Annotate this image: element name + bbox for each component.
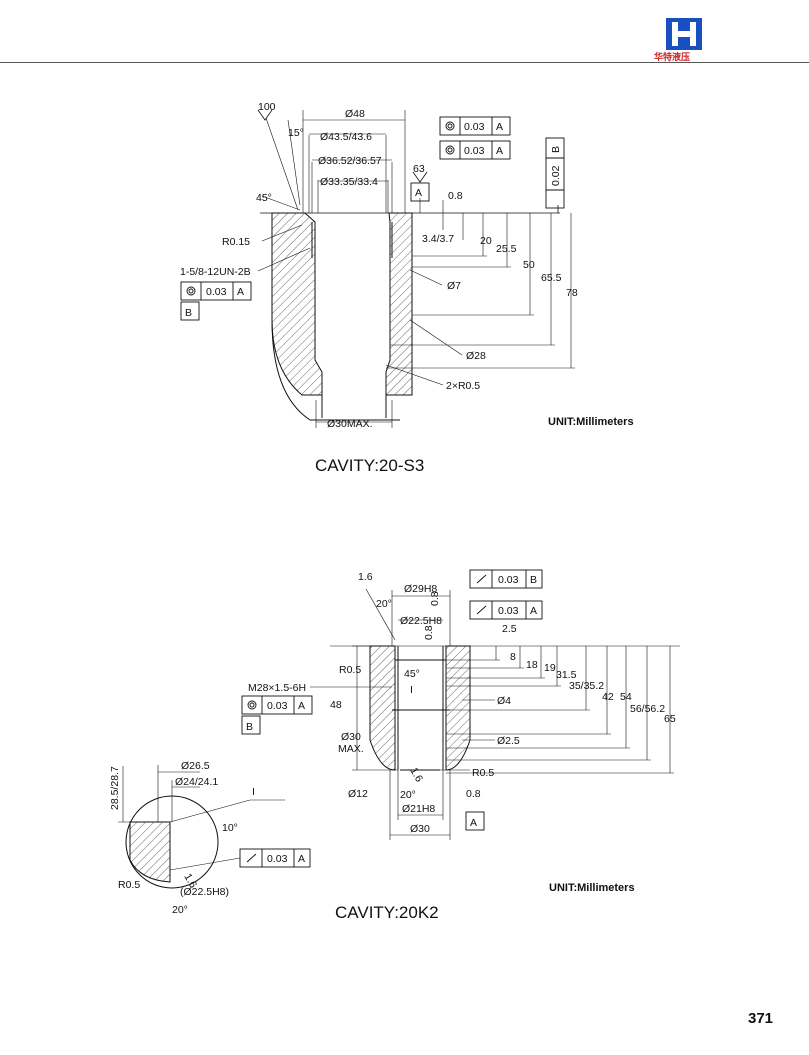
tol-datum: B bbox=[530, 574, 537, 586]
angle-label: 10° bbox=[222, 822, 238, 834]
dim-label: Ø24/24.1 bbox=[175, 776, 218, 788]
dim-label: 65 bbox=[664, 713, 676, 725]
dim-label: 2×R0.5 bbox=[446, 380, 480, 392]
dim-label: 28.5/28.7 bbox=[109, 766, 121, 810]
cavity2-unit: UNIT:Millimeters bbox=[549, 882, 635, 894]
dim-label: R0.5 bbox=[118, 879, 140, 891]
tol-datum: A bbox=[496, 145, 503, 157]
datum-label: B bbox=[185, 307, 192, 319]
tol-datum: B bbox=[550, 146, 562, 153]
dim-label: 25.5 bbox=[496, 243, 517, 255]
dim-label: Ø28 bbox=[466, 350, 486, 362]
thread-label: M28×1.5-6H bbox=[248, 682, 306, 694]
cavity1-unit: UNIT:Millimeters bbox=[548, 416, 634, 428]
tol-value: 0.03 bbox=[498, 605, 519, 617]
dim-label: (Ø22.5H8) bbox=[180, 886, 229, 898]
angle-label: 15° bbox=[288, 127, 304, 139]
dim-label: Ø33.35/33.4 bbox=[320, 176, 378, 188]
datum-label: B bbox=[246, 721, 253, 733]
dim-label: Ø4 bbox=[497, 695, 511, 707]
tol-value: 0.03 bbox=[498, 574, 519, 586]
detail-view bbox=[118, 765, 311, 889]
tol-datum: A bbox=[237, 286, 244, 298]
dim-label: Ø30 bbox=[341, 731, 361, 743]
dim-label: Ø21H8 bbox=[402, 803, 435, 815]
dim-label: Ø22.5H8 bbox=[400, 615, 442, 627]
tol-datum: A bbox=[530, 605, 537, 617]
tol-value: 0.03 bbox=[206, 286, 227, 298]
dim-label: Ø48 bbox=[345, 108, 365, 120]
dim-label: Ø30 bbox=[410, 823, 430, 835]
section-mark: I bbox=[410, 684, 413, 696]
dim-label: 56/56.2 bbox=[630, 703, 665, 715]
angle-label: 20° bbox=[400, 789, 416, 801]
header-divider bbox=[0, 62, 809, 63]
dim-label: Ø12 bbox=[348, 788, 368, 800]
tol-value: 0.03 bbox=[464, 121, 485, 133]
tol-datum: A bbox=[298, 700, 305, 712]
angle-label: 45° bbox=[404, 668, 420, 680]
cavity2-caption: CAVITY:20K2 bbox=[335, 903, 439, 922]
tol-value: 0.03 bbox=[464, 145, 485, 157]
angle-label: 20° bbox=[376, 598, 392, 610]
dim-label: Ø2.5 bbox=[497, 735, 520, 747]
dim-label: 35/35.2 bbox=[569, 680, 604, 692]
dim-label: Ø26.5 bbox=[181, 760, 210, 772]
dim-label: 65.5 bbox=[541, 272, 562, 284]
tol-value: 0.03 bbox=[267, 853, 288, 865]
dim-label: 0.8 bbox=[448, 190, 463, 202]
angle-label: 20° bbox=[172, 904, 188, 916]
cavity1-section bbox=[257, 110, 575, 428]
datum-label: A bbox=[470, 817, 477, 829]
dim-label: 20 bbox=[480, 235, 492, 247]
dim-label: 42 bbox=[602, 691, 614, 703]
roughness-label: 1.6 bbox=[407, 766, 425, 785]
thread-label: 1-5/8-12UN-2B bbox=[180, 266, 251, 278]
roughness-label: 100 bbox=[258, 101, 276, 113]
roughness-label: 63 bbox=[413, 163, 425, 175]
roughness-label: 0.8 bbox=[423, 625, 435, 640]
dim-label: Ø29H8 bbox=[404, 583, 437, 595]
dim-label: 8 bbox=[510, 651, 516, 663]
tol-datum: A bbox=[298, 853, 305, 865]
dim-label: R0.15 bbox=[222, 236, 250, 248]
tol-datum: A bbox=[496, 121, 503, 133]
section-mark: I bbox=[252, 786, 255, 798]
dim-label: 18 bbox=[526, 659, 538, 671]
angle-label: 45° bbox=[256, 192, 272, 204]
page-number: 371 bbox=[748, 1010, 774, 1027]
tol-value: 0.02 bbox=[550, 165, 562, 186]
dim-label: R0.5 bbox=[339, 664, 361, 676]
dim-label: Ø30MAX. bbox=[327, 418, 373, 430]
company-logo bbox=[666, 18, 702, 50]
dim-label: R0.5 bbox=[472, 767, 494, 779]
tol-value: 0.03 bbox=[267, 700, 288, 712]
datum-label: A bbox=[415, 187, 422, 199]
roughness-label: 0.8 bbox=[466, 788, 481, 800]
dim-label: Ø43.5/43.6 bbox=[320, 131, 372, 143]
roughness-label: 0.8 bbox=[429, 591, 441, 606]
dim-label: 2.5 bbox=[502, 623, 517, 635]
dim-label: 19 bbox=[544, 662, 556, 674]
brand-name: 华特液压 bbox=[654, 52, 691, 62]
cavity2-section bbox=[310, 588, 680, 840]
roughness-label: 1.6 bbox=[358, 571, 373, 583]
dim-label: MAX. bbox=[338, 743, 364, 755]
dim-label: 54 bbox=[620, 691, 632, 703]
dim-label: 48 bbox=[330, 699, 342, 711]
dim-label: 3.4/3.7 bbox=[422, 233, 454, 245]
dim-label: 78 bbox=[566, 287, 578, 299]
dim-label: Ø36.52/36.57 bbox=[318, 155, 382, 167]
dim-label: 31.5 bbox=[556, 669, 577, 681]
cavity1-caption: CAVITY:20-S3 bbox=[315, 456, 425, 475]
dim-label: 50 bbox=[523, 259, 535, 271]
dim-label: Ø7 bbox=[447, 280, 461, 292]
